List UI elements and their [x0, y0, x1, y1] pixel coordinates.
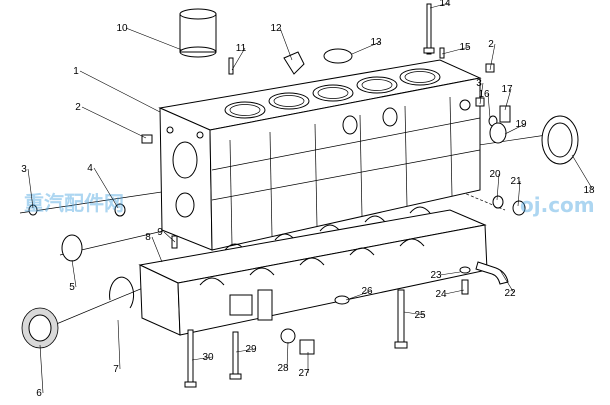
callout-leader-c8: [151, 236, 163, 263]
callout-leader-c5: [71, 259, 77, 288]
block-ribs: [211, 96, 481, 246]
callout-leader-c20: [496, 173, 500, 201]
small-pin: [439, 47, 445, 59]
callout-leader-c7: [117, 319, 121, 370]
callout-label-c2a: 2: [75, 102, 81, 113]
drain-plug: [299, 339, 315, 355]
callout-leader-c1: [79, 70, 161, 113]
small-bolt: [461, 279, 469, 295]
callout-label-c6: 6: [36, 388, 42, 399]
callout-leader-c24: [444, 289, 465, 295]
callout-leader-c2a: [81, 106, 147, 139]
cylinder-liner: [179, 8, 217, 58]
callout-label-c4: 4: [87, 163, 93, 174]
callout-label-c27: 27: [298, 368, 310, 379]
callout-leader-c25: [403, 311, 425, 316]
callout-label-c28: 28: [277, 363, 289, 374]
callout-leader-c3a: [27, 168, 34, 209]
cylinder-block: [158, 59, 482, 251]
callout-label-c9: 9: [157, 227, 163, 238]
callout-leader-c29: [235, 348, 256, 353]
callout-leader-c9: [163, 231, 176, 243]
callout-label-c13: 13: [370, 37, 382, 48]
callout-label-c8: 8: [145, 232, 151, 243]
seal-ring: [280, 328, 296, 344]
expansion-plug: [323, 48, 353, 64]
left-side-parts: [21, 134, 178, 349]
right-side-parts: [475, 63, 579, 216]
callout-label-c24: 24: [435, 289, 447, 300]
callout-leader-c19: [504, 123, 526, 135]
callout-leader-c30: [191, 356, 213, 361]
callout-label-c25: 25: [414, 310, 426, 321]
callout-leader-c28: [286, 341, 289, 369]
bed-plate: [138, 209, 488, 336]
callout-label-c19: 19: [515, 119, 527, 130]
callout-label-c21: 21: [510, 176, 522, 187]
callout-label-c10: 10: [116, 23, 128, 34]
flat-washer: [334, 295, 350, 305]
callout-label-c17: 17: [501, 84, 513, 95]
callout-leader-c21: [517, 180, 521, 207]
callout-leader-c13: [351, 41, 381, 55]
callout-leader-c22: [499, 269, 515, 294]
callout-label-c15: 15: [459, 42, 471, 53]
callout-label-c7: 7: [113, 364, 119, 375]
callout-label-c1: 1: [73, 66, 79, 77]
callout-label-c16: 16: [478, 89, 490, 100]
callout-label-c23: 23: [430, 270, 442, 281]
callout-leader-c10: [125, 27, 183, 51]
callout-leader-c18: [571, 154, 594, 191]
callout-label-c26: 26: [361, 286, 373, 297]
callout-label-c22: 22: [504, 288, 516, 299]
bolts-29-30: [184, 329, 242, 388]
callout-label-c5: 5: [69, 282, 75, 293]
dowel-pin: [228, 57, 234, 75]
callout-leader-c15: [441, 46, 470, 55]
callout-label-c18: 18: [583, 185, 595, 196]
callout-leader-c26: [345, 290, 372, 301]
callout-leader-c11: [231, 47, 246, 71]
callout-label-c3b: 3: [476, 78, 482, 89]
callout-leader-c3b: [479, 82, 484, 105]
stud: [423, 3, 435, 55]
callout-label-c14: 14: [439, 0, 451, 9]
callout-leader-c12: [279, 27, 293, 61]
callout-label-c30: 30: [202, 352, 214, 363]
washer: [459, 266, 471, 274]
main-bearing-bolt: [394, 289, 408, 349]
callout-label-c12: 12: [270, 23, 282, 34]
callout-label-c2b: 2: [488, 39, 494, 50]
callout-leader-c16: [487, 93, 491, 119]
callout-leader-c6: [39, 344, 44, 394]
callout-leader-c4: [93, 167, 119, 209]
cylinder-bores: [224, 68, 441, 119]
callout-label-c20: 20: [489, 169, 501, 180]
callout-label-c3a: 3: [21, 164, 27, 175]
bracket: [283, 51, 305, 75]
callout-leader-c14: [429, 2, 450, 9]
callout-leader-c2b: [489, 43, 496, 71]
callout-label-c11: 11: [236, 43, 247, 54]
watermark: 重汽配件网: [24, 191, 124, 215]
callout-leader-c17: [504, 88, 512, 111]
watermark-domain: oj.com: [520, 193, 595, 217]
callout-leader-c23: [439, 271, 461, 276]
callout-label-c29: 29: [245, 344, 257, 355]
elbow-pipe: [475, 261, 509, 285]
